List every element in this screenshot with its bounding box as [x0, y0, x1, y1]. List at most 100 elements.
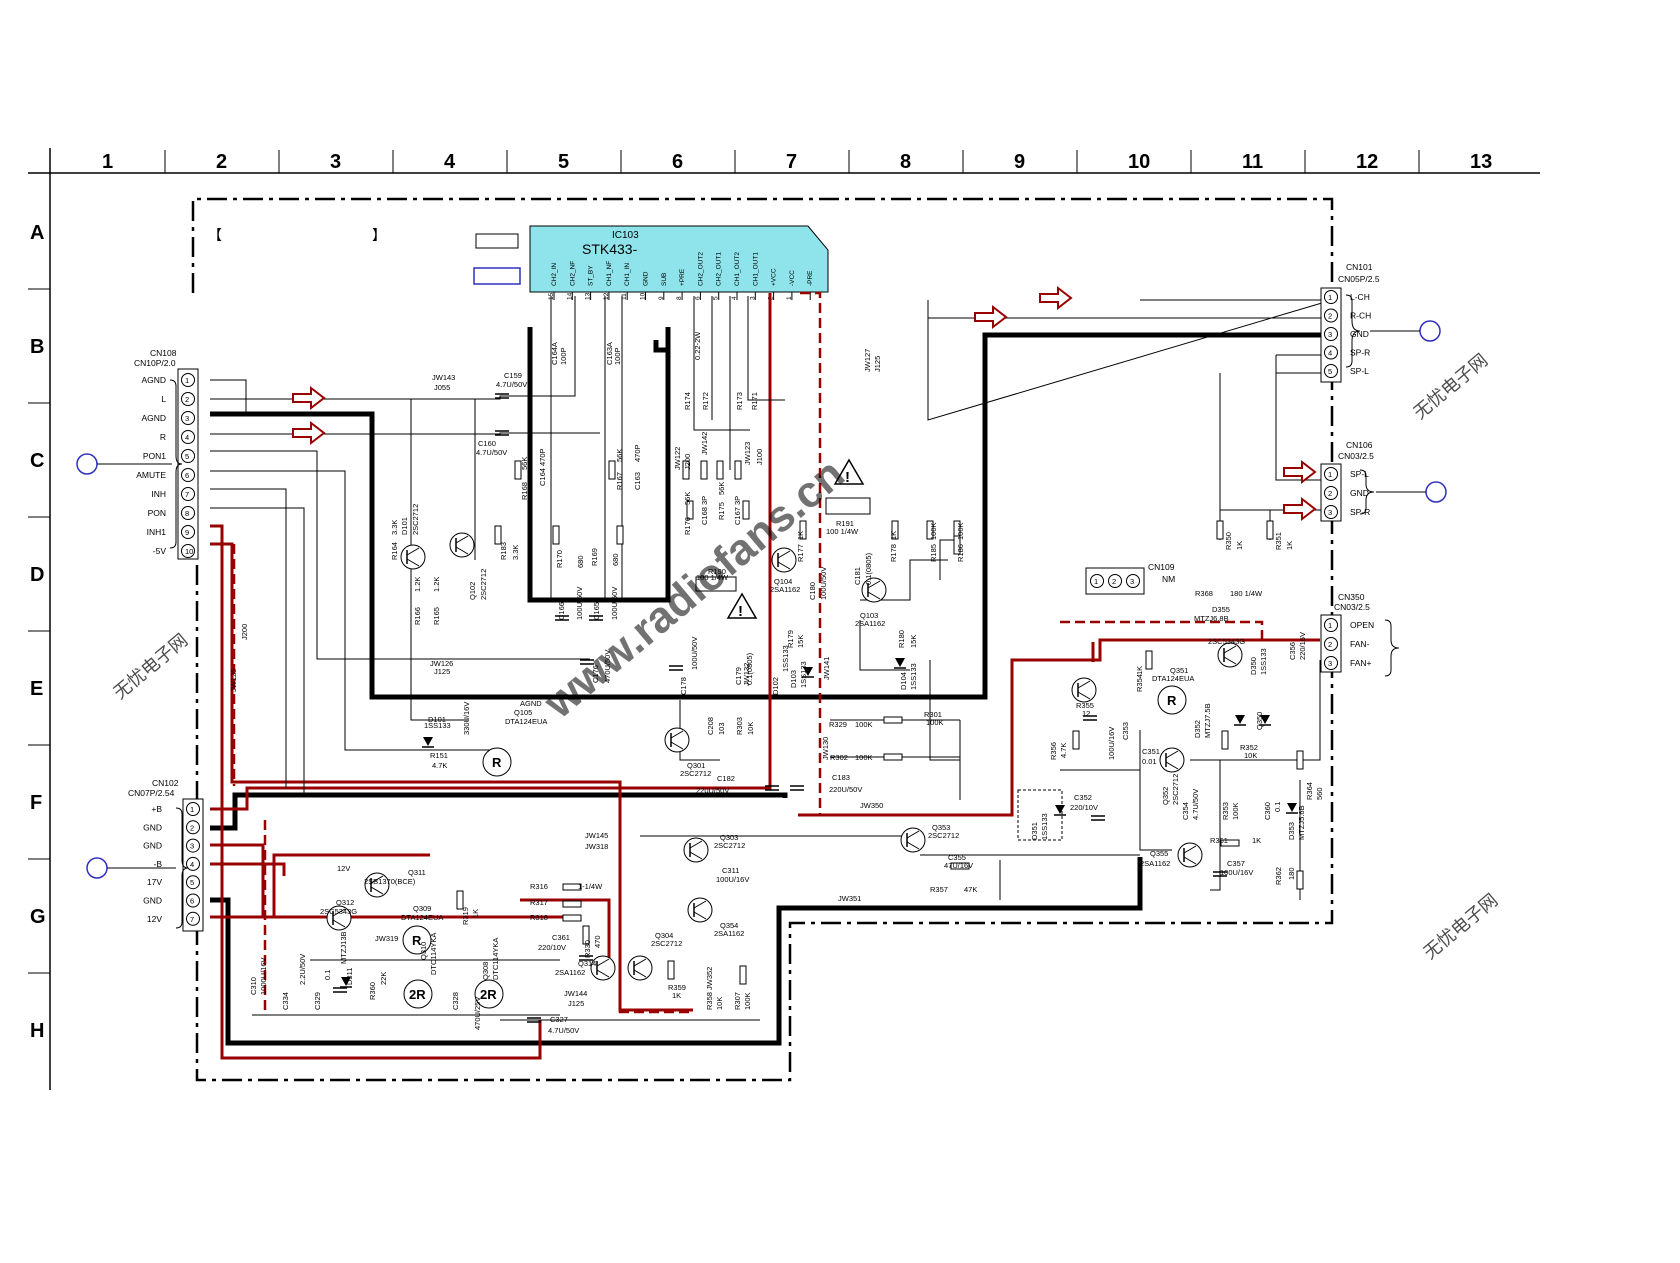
connector-pin — [1108, 574, 1122, 588]
svg-text:R: R — [412, 933, 422, 948]
component-label: 330U/16V — [462, 702, 471, 735]
component-label: 56K — [717, 482, 726, 495]
component-label: 100P — [613, 347, 622, 365]
component-label: DTA124EUA — [1152, 674, 1194, 683]
connector-pin-label: GND — [1350, 329, 1369, 339]
component-label: 0.1 — [1273, 802, 1282, 812]
component-label: 0.01 — [1142, 757, 1157, 766]
resistor-symbol — [1266, 520, 1274, 540]
component-label: 2SA1162 — [555, 968, 585, 977]
component-label: C178 — [679, 677, 688, 695]
component-label: R351 — [1274, 532, 1283, 550]
connector-pin-number: 2 — [1112, 577, 1116, 586]
component-label: 220U/50V — [829, 785, 862, 794]
component-label: JW145 — [585, 831, 608, 840]
component-label: 1K — [1252, 836, 1261, 845]
component-label: R368 — [1195, 589, 1213, 598]
component-label: R165 — [432, 607, 441, 625]
connector-pin-number: 4 — [185, 433, 189, 442]
component-label: JW143 — [432, 373, 455, 382]
connector-pin — [181, 411, 195, 425]
connector-pin-number: 2 — [1328, 640, 1332, 649]
resistor-symbol — [552, 525, 560, 545]
component-label: 100K — [956, 522, 965, 540]
resistor-symbol — [562, 900, 582, 908]
connector-pin-label: PON — [148, 508, 166, 518]
transistor-symbol — [1159, 747, 1185, 773]
component-label: JW319 — [375, 934, 398, 943]
diode-symbol — [341, 977, 351, 986]
connector-pin — [181, 525, 195, 539]
connector-pin-label: -B — [154, 859, 163, 869]
ic-pin-number: 10 — [640, 292, 647, 300]
component-label: 2SC2712 — [928, 831, 959, 840]
watermark-cn: 无忧电子网 — [110, 630, 192, 703]
diode-symbol — [1287, 803, 1297, 812]
component-label: D350 — [1249, 657, 1258, 675]
component-label: 0.1 — [323, 970, 332, 980]
cn106-ref: CN106 — [1346, 440, 1373, 450]
grid-column-number: 9 — [1014, 151, 1025, 173]
component-label: D102 — [771, 677, 780, 695]
component-label: 0.1(0805) — [864, 552, 873, 585]
connector-pin — [1324, 505, 1338, 519]
component-label: MTZJ7.5B — [1203, 703, 1212, 738]
component-label: Q351 — [1170, 666, 1188, 675]
component-label: R175 — [717, 502, 726, 520]
transistor-symbol — [400, 544, 426, 570]
connector-pin-number: 1 — [1328, 293, 1332, 302]
connector-pin — [181, 449, 195, 463]
fuse-resistor-r190 — [695, 576, 737, 592]
digital-transistor-symbol — [482, 747, 512, 777]
warning-icon: ! — [833, 458, 865, 486]
component-label: JW144 — [564, 989, 587, 998]
connector-pin — [1324, 327, 1338, 341]
component-label: Q310 — [419, 942, 428, 960]
component-label: JW352 — [705, 967, 714, 990]
component-label: 1SS133 — [799, 661, 808, 688]
component-label: R303 — [735, 717, 744, 735]
connector-pin-label: GND — [143, 822, 162, 832]
component-label: 4.7K — [432, 761, 447, 770]
connector-pin-number: 1 — [190, 805, 194, 814]
connector-pin-label: INH1 — [147, 527, 167, 537]
grid-column-number: 3 — [330, 151, 341, 173]
component-label: 47K — [964, 885, 977, 894]
ic-ref: IC103 — [612, 230, 639, 241]
component-label: C353 — [1121, 722, 1130, 740]
transistor-symbol — [683, 837, 709, 863]
component-label: R353 — [1221, 802, 1230, 820]
ic-pin-number: 9 — [658, 296, 665, 300]
connector-pin-label: GND — [143, 841, 162, 851]
component-label: 4.7K — [1059, 743, 1068, 758]
offboard-ref-cn108 — [76, 453, 98, 475]
component-label: Q309 — [413, 904, 431, 913]
ic-pin-name: ST_BY — [588, 265, 595, 286]
resistor-symbol — [1216, 520, 1224, 540]
connector-pin — [1090, 574, 1104, 588]
component-label: 2SC2712 — [411, 504, 420, 535]
diode-symbol — [895, 658, 905, 667]
component-label: 2SC5343G — [320, 907, 357, 916]
transistor-symbol — [1071, 677, 1097, 703]
resistor-symbol — [926, 520, 934, 540]
component-label: D101 — [428, 715, 446, 724]
connector-pin — [1324, 486, 1338, 500]
component-label: R307 — [733, 992, 742, 1010]
connector-pin-label: 17V — [147, 877, 162, 887]
component-label: 1SS133 — [1259, 648, 1268, 675]
connector-pin — [181, 373, 195, 387]
component-label: DTC114YKA — [491, 938, 500, 980]
component-label: JW123 — [743, 442, 752, 465]
component-label: R361 — [1210, 836, 1228, 845]
connector-pin-number: 3 — [1130, 577, 1134, 586]
resistor-symbol — [686, 500, 694, 520]
component-label: JW122 — [673, 447, 682, 470]
connector-pin — [181, 468, 195, 482]
component-label: C354 — [1181, 802, 1190, 820]
component-label: 470P — [633, 444, 642, 462]
ic-pin-number: 4 — [731, 296, 738, 300]
component-label: R329 — [829, 720, 847, 729]
